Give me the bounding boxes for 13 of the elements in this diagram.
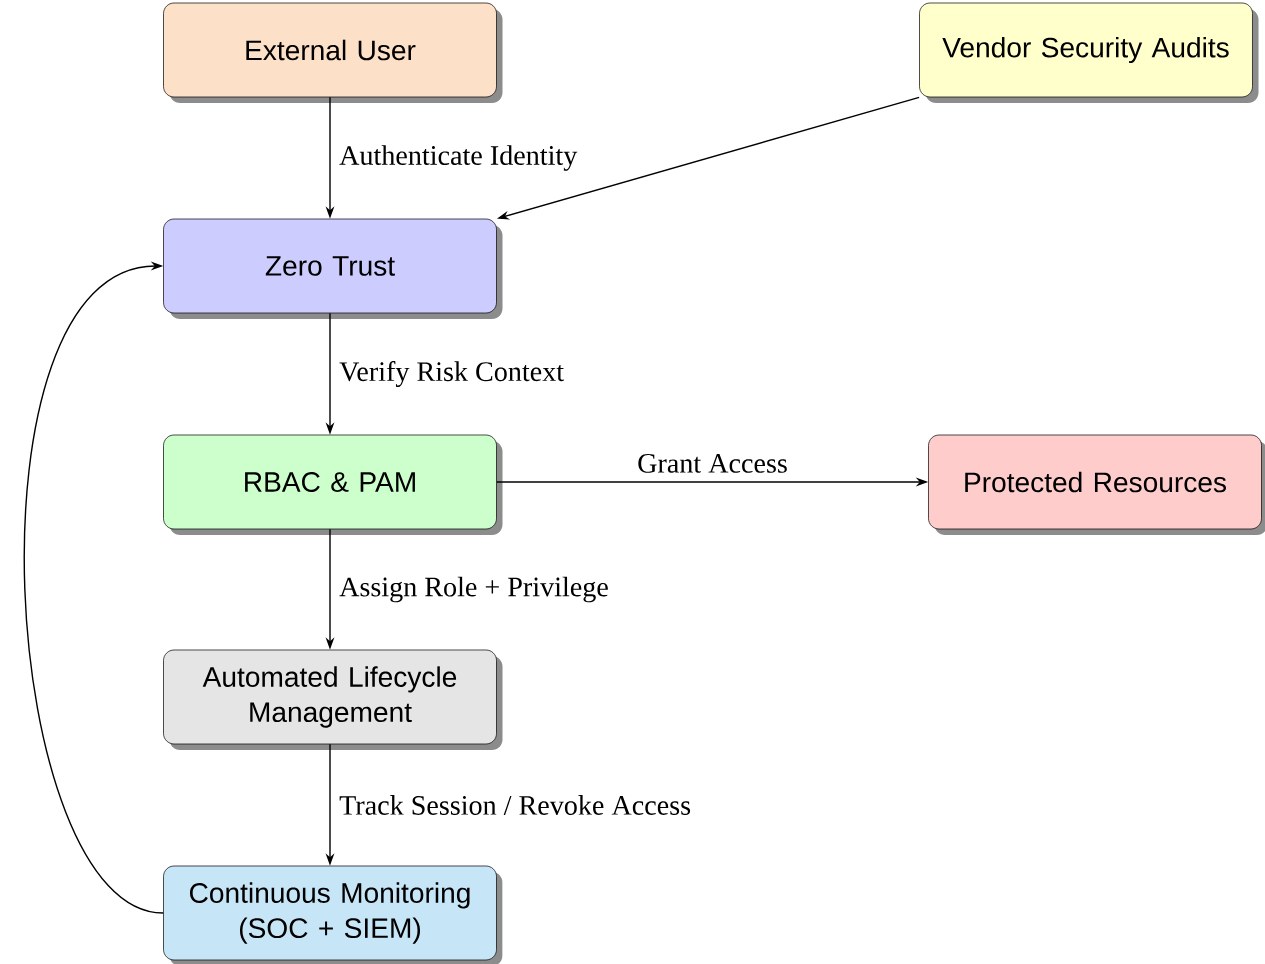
arrow (24, 261, 164, 914)
process-box: Vendor Security Audits (919, 2, 1259, 103)
edge-label: Verify Risk Context (339, 361, 564, 387)
edge-label: Authenticate Identity (339, 145, 578, 171)
edge-label: Track Session / Revoke Access (339, 795, 691, 815)
process-box: RBAC & PAM (163, 434, 503, 535)
process-box: Continuous Monitoring (SOC + SIEM) (163, 865, 503, 964)
edge-label: Grant Access (638, 454, 787, 473)
process-box: External User (163, 2, 503, 103)
edge-label: Assign Role + Privilege (339, 576, 608, 603)
process-box: Automated Lifecycle Management (163, 649, 503, 750)
process-box: Zero Trust (163, 218, 503, 319)
process-box: Protected Resources (928, 434, 1265, 535)
